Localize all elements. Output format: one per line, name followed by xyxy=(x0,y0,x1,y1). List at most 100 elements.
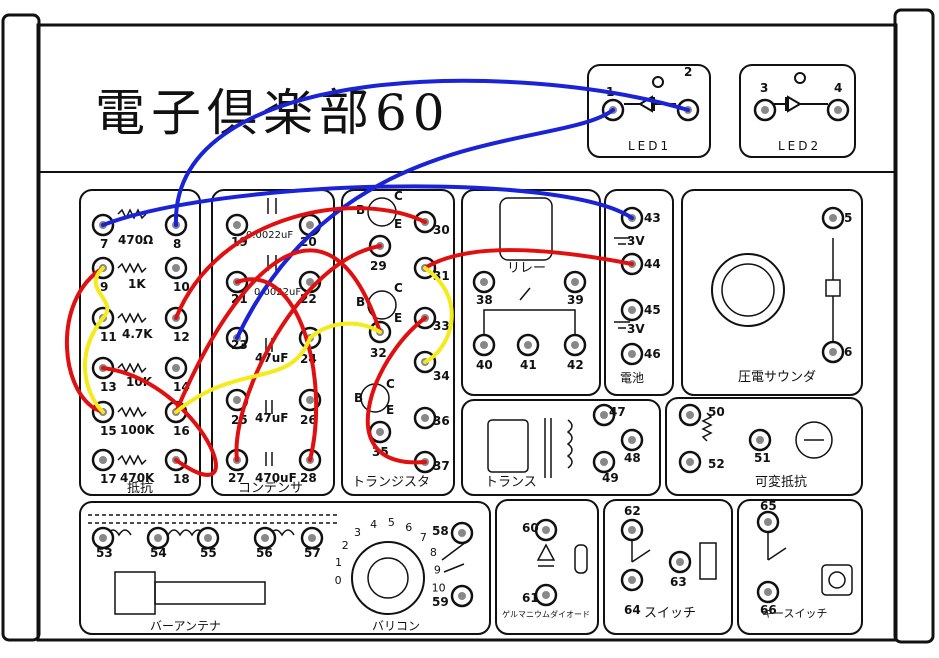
r17-value: 470K xyxy=(120,471,155,485)
terminal-label-7: 7 xyxy=(100,237,108,251)
wire-yellow-14[interactable] xyxy=(423,266,454,364)
wire-red-7[interactable] xyxy=(235,277,319,462)
terminal-label-34: 34 xyxy=(433,369,450,383)
terminal-hole-14 xyxy=(172,364,180,372)
terminal-label-54: 54 xyxy=(150,546,167,560)
terminal-label-4: 4 xyxy=(834,81,842,95)
r13-value: 10K xyxy=(126,375,153,389)
terminal-hole-41 xyxy=(524,341,532,349)
transformer-label: トランス xyxy=(485,475,537,490)
wire-blue-2[interactable] xyxy=(101,184,634,227)
terminal-hole-4 xyxy=(834,106,842,114)
wire-yellow-11[interactable] xyxy=(93,266,110,320)
resistors-label: 抵抗 xyxy=(127,481,153,496)
dial-mark-9: 9 xyxy=(434,564,441,577)
capacitors-label: コンデンサ xyxy=(238,480,303,496)
terminal-label-37: 37 xyxy=(433,459,450,473)
terminal-label-27: 27 xyxy=(228,471,245,485)
dial-mark-8: 8 xyxy=(430,546,437,559)
terminal-label-53: 53 xyxy=(96,546,113,560)
led2-label: LED2 xyxy=(778,139,821,153)
terminal-hole-36 xyxy=(421,414,429,422)
transistor-pin-3: B xyxy=(356,295,365,309)
varicon-label: バリコン xyxy=(372,619,420,633)
transistor-pin-5: E xyxy=(394,311,402,325)
terminal-hole-42 xyxy=(571,341,579,349)
terminal-hole-17 xyxy=(99,456,107,464)
r9-value: 1K xyxy=(128,277,146,291)
wire-yellow-13[interactable] xyxy=(174,321,382,414)
dial-mark-4: 4 xyxy=(370,518,377,531)
transistor-pin-6: B xyxy=(354,391,363,405)
terminal-hole-35 xyxy=(376,428,384,436)
terminal-hole-46 xyxy=(628,350,636,358)
battery2-value: 3V xyxy=(627,322,645,336)
wire-red-4[interactable] xyxy=(174,206,427,320)
r11-value: 4.7K xyxy=(122,327,153,341)
terminal-label-61: 61 xyxy=(522,591,539,605)
terminal-hole-53 xyxy=(99,534,107,542)
terminal-label-41: 41 xyxy=(520,358,537,372)
terminal-label-13: 13 xyxy=(100,380,117,394)
jumper-wires xyxy=(64,78,690,477)
terminal-label-56: 56 xyxy=(256,546,273,560)
terminal-label-55: 55 xyxy=(200,546,217,560)
terminal-label-11: 11 xyxy=(100,330,117,344)
terminal-label-57: 57 xyxy=(304,546,321,560)
transistor-pin-2: E xyxy=(394,217,402,231)
terminal-label-8: 8 xyxy=(173,237,181,251)
terminal-label-26: 26 xyxy=(300,413,317,427)
terminal-label-40: 40 xyxy=(476,358,493,372)
buzzer-label: 圧電サウンダ xyxy=(738,370,816,385)
wire-red-10[interactable] xyxy=(101,366,218,477)
terminal-hole-45 xyxy=(628,306,636,314)
terminal-hole-54 xyxy=(154,534,162,542)
component-panels xyxy=(79,189,863,635)
wire-blue-1[interactable] xyxy=(235,108,615,340)
terminal-label-3: 3 xyxy=(760,81,768,95)
terminal-label-46: 46 xyxy=(644,347,661,361)
terminal-label-66: 66 xyxy=(760,603,777,617)
wire-red-8[interactable] xyxy=(365,316,427,465)
terminal-hole-51 xyxy=(756,436,764,444)
terminal-hole-64 xyxy=(628,576,636,584)
terminal-label-32: 32 xyxy=(370,346,387,360)
relay-label: リレー xyxy=(507,261,546,276)
wire-red-3[interactable] xyxy=(64,266,105,414)
wire-red-9[interactable] xyxy=(423,248,634,270)
wire-blue-0[interactable] xyxy=(173,78,690,227)
terminal-hole-5 xyxy=(829,214,837,222)
dial-mark-2: 2 xyxy=(342,539,349,552)
transistors-label: トランジスタ xyxy=(352,475,430,490)
wire-yellow-12[interactable] xyxy=(83,316,105,414)
switch-label: スイッチ xyxy=(644,606,696,621)
terminal-hole-52 xyxy=(686,458,694,466)
terminal-label-47: 47 xyxy=(609,405,626,419)
terminal-hole-25 xyxy=(233,396,241,404)
board-title: 電子倶楽部60 xyxy=(95,84,451,142)
transistor-pin-4: C xyxy=(394,281,403,295)
terminal-label-49: 49 xyxy=(602,471,619,485)
terminal-label-58: 58 xyxy=(432,524,449,538)
wire-red-5[interactable] xyxy=(234,244,382,462)
terminal-label-48: 48 xyxy=(624,451,641,465)
terminal-label-65: 65 xyxy=(760,499,777,513)
terminal-label-42: 42 xyxy=(567,358,584,372)
wire-red-6[interactable] xyxy=(174,248,382,414)
key-switch-label: キースイッチ xyxy=(762,607,827,620)
terminal-hole-62 xyxy=(628,526,636,534)
dial-mark-10: 10 xyxy=(432,582,446,595)
terminal-label-9: 9 xyxy=(100,280,108,294)
terminal-hole-59 xyxy=(458,592,466,600)
terminal-label-52: 52 xyxy=(708,457,725,471)
terminal-label-36: 36 xyxy=(433,414,450,428)
terminal-hole-56 xyxy=(261,534,269,542)
terminal-hole-47 xyxy=(600,411,608,419)
terminal-label-33: 33 xyxy=(433,319,450,333)
terminal-label-45: 45 xyxy=(644,303,661,317)
variable-resistor-label: 可変抵抗 xyxy=(755,474,807,490)
terminal-hole-61 xyxy=(542,591,550,599)
terminal-label-30: 30 xyxy=(433,223,450,237)
